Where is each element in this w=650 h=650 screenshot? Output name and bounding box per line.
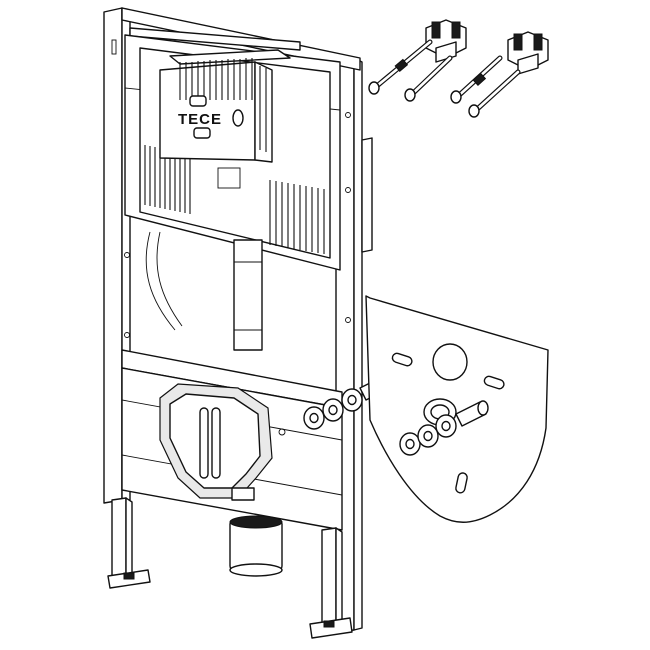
flush-module: TECE (159, 49, 291, 163)
flush-pipe (145, 231, 263, 351)
left-leg (107, 497, 151, 589)
pad-slot-upper-left (391, 352, 413, 367)
frame-top-rail (121, 7, 361, 71)
sound-insulation-pad (365, 295, 549, 523)
left-vent-grille (144, 145, 191, 214)
pad-slot-upper-right (483, 375, 505, 390)
frame-side-strap (361, 137, 373, 253)
flush-button-bottom-icon (193, 127, 211, 139)
flush-button-top-icon (189, 95, 207, 107)
brand-logo: TECE (178, 111, 222, 128)
pad-washer-set (399, 400, 489, 456)
pad-center-hole (432, 343, 468, 381)
anchor-bolt-4 (468, 69, 521, 118)
bolt-hole-icon (278, 428, 286, 436)
flush-module-ribs (179, 58, 267, 152)
right-leg (309, 527, 353, 639)
anchor-bolt-2 (404, 55, 453, 102)
anchor-bolt-1 (368, 39, 433, 95)
pad-slot-bottom (455, 472, 468, 494)
waste-pipe (229, 515, 283, 577)
drain-connector (159, 383, 273, 501)
right-vent-grille (269, 180, 325, 254)
anchor-bolt-3 (450, 55, 503, 104)
wall-bracket-right (507, 31, 549, 75)
flush-knob-icon (232, 109, 244, 127)
